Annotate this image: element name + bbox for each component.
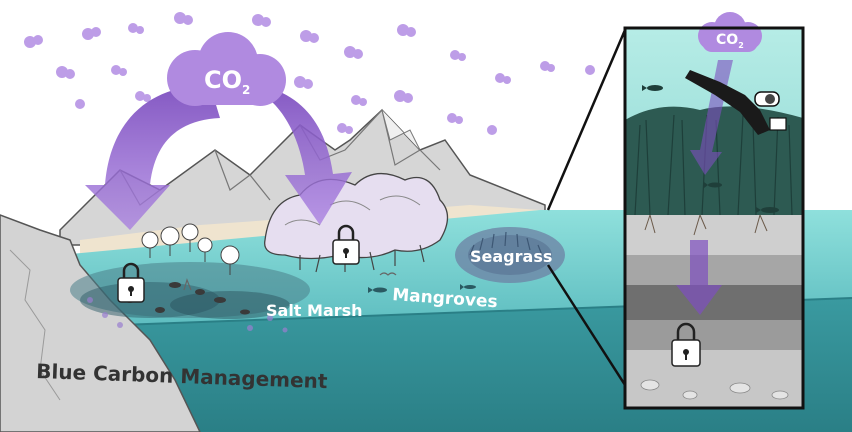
lock-icon <box>332 224 360 265</box>
cliff <box>0 214 201 432</box>
co2-absorption-arrows <box>85 85 352 230</box>
lock-icon <box>671 322 701 367</box>
seagrass-patch <box>455 227 565 283</box>
salt-marsh-area <box>70 262 310 333</box>
cloud-icon: CO2 <box>698 12 762 52</box>
fish-icon <box>368 284 476 293</box>
fish-icon <box>642 85 779 213</box>
seagrass-inset-panel: CO2 <box>623 12 805 410</box>
lock-icon <box>117 262 145 303</box>
diver-icon <box>685 70 787 135</box>
seagrass-label: Seagrass <box>470 247 552 266</box>
zoom-lines <box>546 29 627 386</box>
co2-label-inset: CO2 <box>716 32 744 50</box>
co2-label-main: CO2 <box>204 66 250 97</box>
salt-marsh-label: Salt Marsh <box>266 301 363 320</box>
cloud-icon: CO2 <box>167 32 286 106</box>
tree-icon <box>141 223 240 275</box>
co2-particles <box>24 12 595 135</box>
bird-icon <box>183 272 397 291</box>
